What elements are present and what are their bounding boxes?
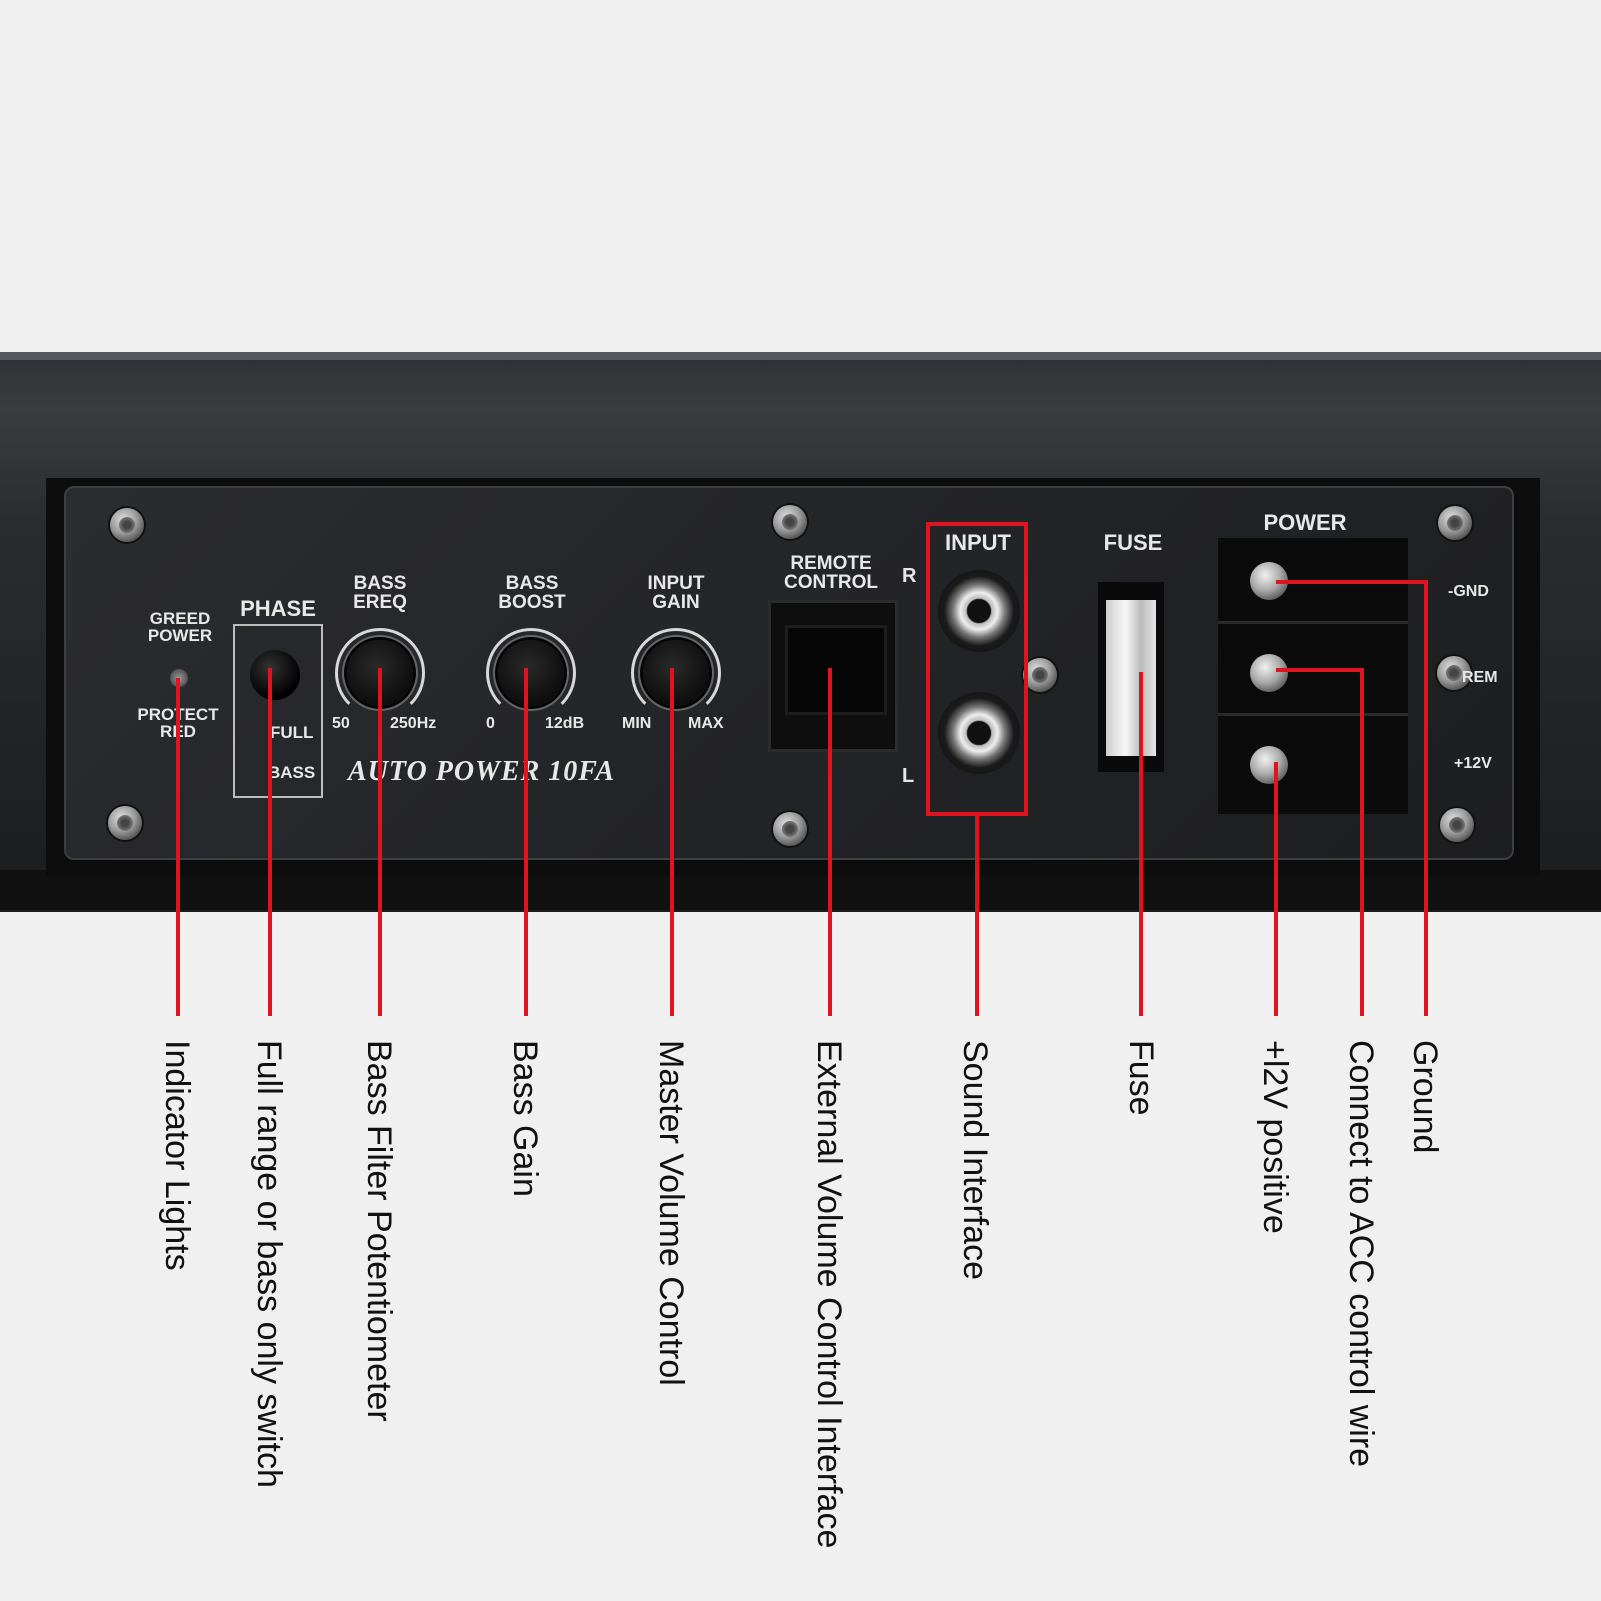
remote-control-port[interactable] [768,600,898,752]
bass-boost-max: 12dB [545,715,585,732]
callout-indicator-lights: Indicator Lights [158,1040,196,1271]
screw [1023,658,1057,692]
bass-boost-label: BASS BOOST [498,573,566,613]
input-gain-min: MIN [622,715,652,732]
screw [1437,656,1471,690]
bass-freq-scale [335,628,425,718]
amplifier-rim [0,352,1601,360]
input-gain-knob[interactable] [643,640,709,706]
callout-12v: +l2V positive [1256,1040,1294,1234]
callout-bass-filter: Bass Filter Potentiometer [360,1040,398,1422]
bass-boost-min: 0 [486,715,495,732]
callout-external-volume: External Volume Control Interface [810,1040,848,1549]
input-gain-scale [631,628,721,718]
fuse-holder[interactable] [1098,582,1164,772]
bass-boost-scale [486,628,576,718]
amplifier-base [0,870,1601,910]
bass-freq-max: 250Hz [390,715,437,732]
phase-full-label: FULL [270,723,314,742]
input-highlight-box [926,522,1028,816]
leader-rem [1276,668,1364,1016]
terminal-bolt [1250,746,1288,784]
screw [773,812,807,846]
screw [1438,506,1472,540]
rca-input-right[interactable] [938,570,1020,652]
terminal-12v[interactable] [1218,722,1408,808]
input-gain-label: INPUT GAIN [647,573,705,613]
fuse-label: FUSE [1103,530,1163,555]
terminal-rem[interactable] [1218,630,1408,716]
bass-freq-label: BASS EREQ [353,573,407,613]
rca-input-left[interactable] [938,692,1020,774]
12v-label: +12V [1454,755,1492,772]
callout-phase-switch: Full range or bass only switch [250,1040,288,1488]
phase-label: PHASE [240,596,316,621]
power-label: POWER [1263,510,1347,535]
input-gain-max: MAX [688,715,724,732]
phase-switch[interactable] [250,650,300,700]
led-power-label: GREED POWER [147,609,213,645]
phase-switch-box [233,624,323,798]
callout-ground: Ground [1406,1040,1444,1154]
fuse-blade [1106,600,1156,756]
screw [773,505,807,539]
callout-fuse: Fuse [1122,1040,1160,1116]
remote-control-label: REMOTE CONTROL [784,553,878,593]
input-label: INPUT [945,530,1011,555]
screw [110,508,144,542]
rem-label: REM [1462,669,1498,686]
bass-boost-knob[interactable] [498,640,564,706]
terminal-bolt [1250,654,1288,692]
leader-gnd [1276,580,1428,1016]
callout-sound-interface: Sound Interface [956,1040,994,1281]
screw [108,806,142,840]
input-l-label: L [902,765,915,787]
phase-bass-label: BASS [268,763,316,782]
rj-socket [785,625,887,715]
callout-master-volume: Master Volume Control [652,1040,690,1386]
model-name: AUTO POWER 10FA [348,756,616,787]
callout-acc-wire: Connect to ACC control wire [1342,1040,1380,1468]
bass-freq-min: 50 [332,715,350,732]
callout-bass-gain: Bass Gain [506,1040,544,1197]
gnd-label: -GND [1448,583,1489,600]
screw [1440,808,1474,842]
input-r-label: R [902,565,917,587]
